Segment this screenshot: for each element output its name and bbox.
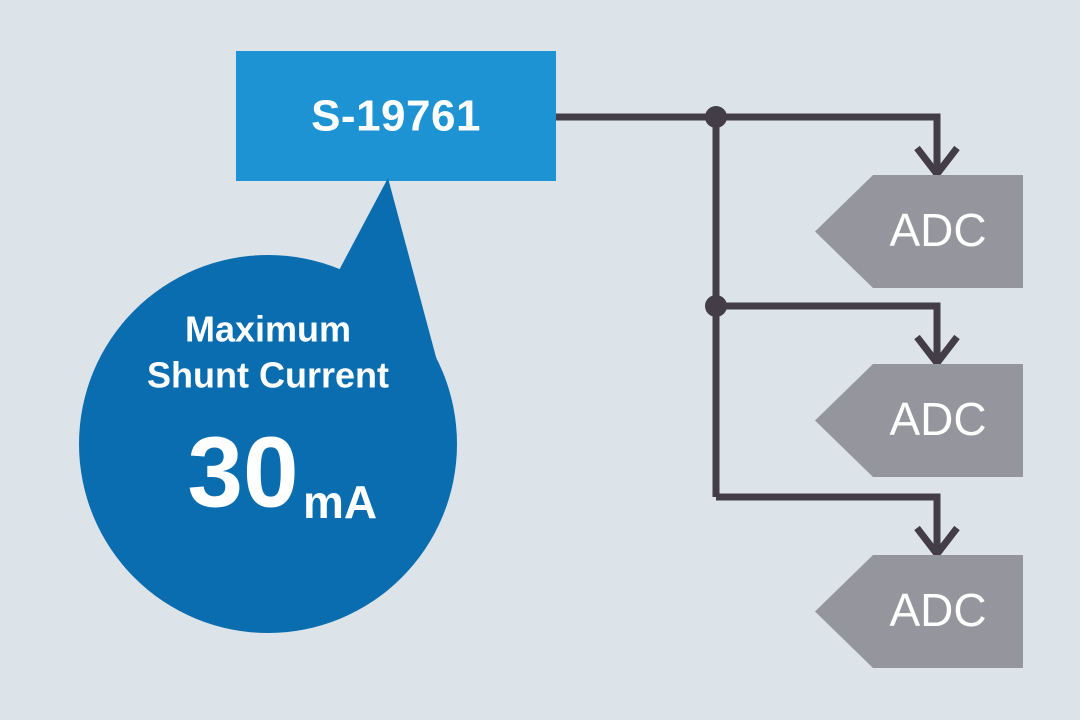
- adc-pentagon-shape-1: [815, 175, 1023, 288]
- callout-line-2: Shunt Current: [147, 355, 389, 396]
- arrowheads: [914, 145, 960, 560]
- adc-pentagon-shape-3: [815, 555, 1023, 668]
- adc-pentagon-shape-2: [815, 364, 1023, 477]
- callout-value: 30: [187, 416, 298, 528]
- arrow-down-icon-3: [914, 525, 960, 560]
- arrow-down-icon-2: [914, 334, 960, 369]
- chip-block[interactable]: S-19761: [236, 51, 556, 181]
- junction-dot-2: [705, 295, 727, 317]
- callout-circle-shape: [79, 255, 457, 633]
- wire-branch-2: [716, 302, 941, 357]
- arrow-down-icon-1: [914, 145, 960, 180]
- wire-branch-3: [716, 493, 941, 548]
- junction-dots: [705, 106, 727, 317]
- adc-block-2[interactable]: ADC: [815, 364, 1023, 477]
- callout-line-1: Maximum: [185, 309, 351, 350]
- adc-label-3: ADC: [889, 584, 986, 636]
- chip-label: S-19761: [311, 92, 481, 141]
- callout-unit: mA: [303, 476, 377, 528]
- callout-bubble[interactable]: Maximum Shunt Current 30 mA: [79, 178, 457, 633]
- wire-branch-1: [716, 113, 941, 168]
- adc-label-1: ADC: [889, 204, 986, 256]
- chip-box-shape: [236, 51, 556, 181]
- junction-dot-1: [705, 106, 727, 128]
- adc-block-1[interactable]: ADC: [815, 175, 1023, 288]
- adc-label-2: ADC: [889, 393, 986, 445]
- adc-block-3[interactable]: ADC: [815, 555, 1023, 668]
- connection-wiring: [556, 113, 941, 548]
